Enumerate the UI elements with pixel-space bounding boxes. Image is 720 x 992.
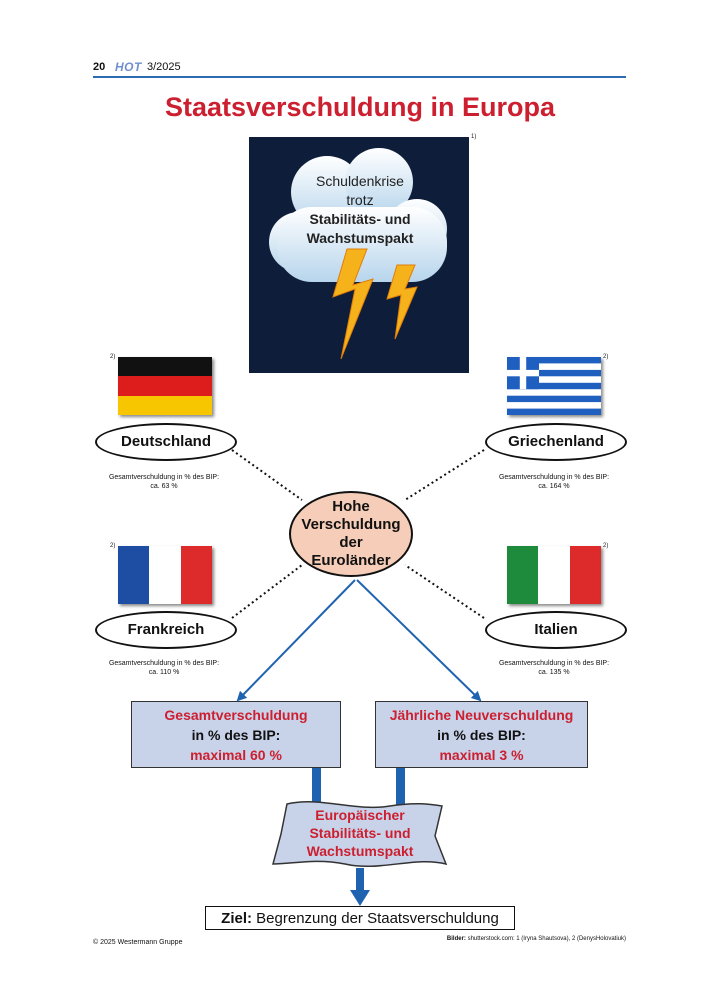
arrow-down-head bbox=[350, 890, 370, 906]
flag-france-icon bbox=[118, 546, 212, 604]
stat-label: Gesamtverschuldung in % des BIP: bbox=[498, 660, 610, 667]
connector-italien bbox=[404, 564, 485, 619]
pakt-line-2: Stabilitäts- und bbox=[309, 825, 411, 841]
copyright: © 2025 Westermann Gruppe bbox=[93, 939, 183, 946]
criterion-title: Gesamtverschuldung bbox=[164, 707, 308, 723]
goal-text: Begrenzung der Staatsverschuldung bbox=[252, 910, 499, 927]
flag-italy-icon bbox=[507, 546, 601, 604]
criterion-unit: in % des BIP: bbox=[191, 727, 281, 743]
cloud-line-4: Wachstumspakt bbox=[306, 230, 414, 246]
country-griechenland: Griechenland bbox=[485, 423, 627, 461]
credits-text: shutterstock.com: 1 (Iryna Shautsova), 2… bbox=[465, 936, 626, 942]
goal-box: Ziel: Begrenzung der Staatsverschuldung bbox=[205, 906, 515, 930]
country-deutschland: Deutschland bbox=[95, 423, 237, 461]
arrow-to-neu bbox=[356, 579, 482, 702]
criterion-neuverschuldung: Jährliche Neuverschuldung in % des BIP: … bbox=[375, 701, 588, 768]
center-line-2: Verschuldung bbox=[301, 516, 401, 533]
connector-griechenland bbox=[404, 449, 485, 501]
stat-value: ca. 63 % bbox=[150, 483, 178, 490]
cloud-line-2: trotz bbox=[346, 192, 374, 208]
country-frankreich: Frankreich bbox=[95, 611, 237, 649]
stat-griechenland: Gesamtverschuldung in % des BIP: ca. 164… bbox=[485, 473, 623, 491]
center-line-1: Hohe bbox=[332, 498, 370, 515]
pakt-label: Europäischer Stabilitäts- und Wachstumsp… bbox=[282, 806, 438, 860]
stat-value: ca. 135 % bbox=[538, 669, 570, 676]
image-credits: Bilder: shutterstock.com: 1 (Iryna Shaut… bbox=[380, 936, 626, 942]
stat-deutschland: Gesamtverschuldung in % des BIP: ca. 63 … bbox=[95, 473, 233, 491]
criterion-unit: in % des BIP: bbox=[437, 727, 526, 743]
cloud-line-1: Schuldenkrise bbox=[316, 173, 404, 189]
bar-right bbox=[396, 767, 405, 811]
stat-value: ca. 110 % bbox=[148, 669, 180, 676]
cloud-caption: Schuldenkrise trotz Stabilitäts- und Wac… bbox=[280, 172, 440, 248]
criterion-title: Jährliche Neuverschuldung bbox=[389, 707, 574, 723]
connector-deutschland bbox=[231, 449, 303, 501]
flag-greece-icon bbox=[507, 357, 601, 415]
page-header: 20 HOT 3/2025 bbox=[93, 60, 626, 78]
connector-frankreich bbox=[231, 564, 303, 619]
country-italien: Italien bbox=[485, 611, 627, 649]
flag-footnote-italien: 2) bbox=[603, 543, 609, 549]
flag-germany-icon bbox=[118, 357, 212, 415]
stat-label: Gesamtverschuldung in % des BIP: bbox=[108, 660, 220, 667]
credits-label: Bilder: bbox=[446, 936, 466, 942]
center-node: Hohe Verschuldung der Euroländer bbox=[289, 491, 413, 577]
stat-frankreich: Gesamtverschuldung in % des BIP: ca. 110… bbox=[95, 659, 233, 677]
flag-footnote-griechenland: 2) bbox=[603, 354, 609, 360]
storm-cloud-image bbox=[249, 137, 469, 373]
page-title: Staatsverschuldung in Europa bbox=[164, 92, 556, 122]
goal-label: Ziel: bbox=[221, 910, 252, 927]
image-footnote: 1) bbox=[471, 134, 477, 140]
bar-left bbox=[312, 767, 321, 811]
page-number: 20 bbox=[93, 61, 106, 73]
storm-cloud-icon bbox=[269, 148, 447, 360]
cloud-line-3: Stabilitäts- und bbox=[309, 211, 411, 227]
center-line-4: Euroländer bbox=[311, 552, 391, 569]
center-line-3: der bbox=[339, 534, 363, 551]
flag-footnote-deutschland: 2) bbox=[110, 354, 116, 360]
stat-value: ca. 164 % bbox=[538, 483, 570, 490]
pakt-banner bbox=[272, 800, 448, 868]
criterion-gesamtverschuldung: Gesamtverschuldung in % des BIP: maximal… bbox=[131, 701, 341, 768]
stat-label: Gesamtverschuldung in % des BIP: bbox=[498, 474, 610, 481]
stat-label: Gesamtverschuldung in % des BIP: bbox=[108, 474, 220, 481]
pakt-line-1: Europäischer bbox=[315, 807, 405, 823]
pakt-line-3: Wachstumspakt bbox=[306, 843, 414, 859]
criterion-limit: maximal 3 % bbox=[439, 747, 524, 763]
lightning-icon bbox=[332, 248, 418, 360]
criterion-limit: maximal 60 % bbox=[190, 747, 282, 763]
arrow-to-gesamt bbox=[236, 579, 356, 702]
bar-down bbox=[356, 868, 364, 892]
issue-number: 3/2025 bbox=[147, 61, 181, 73]
flag-footnote-frankreich: 2) bbox=[110, 543, 116, 549]
brand-logo: HOT bbox=[115, 60, 142, 74]
stat-italien: Gesamtverschuldung in % des BIP: ca. 135… bbox=[485, 659, 623, 677]
